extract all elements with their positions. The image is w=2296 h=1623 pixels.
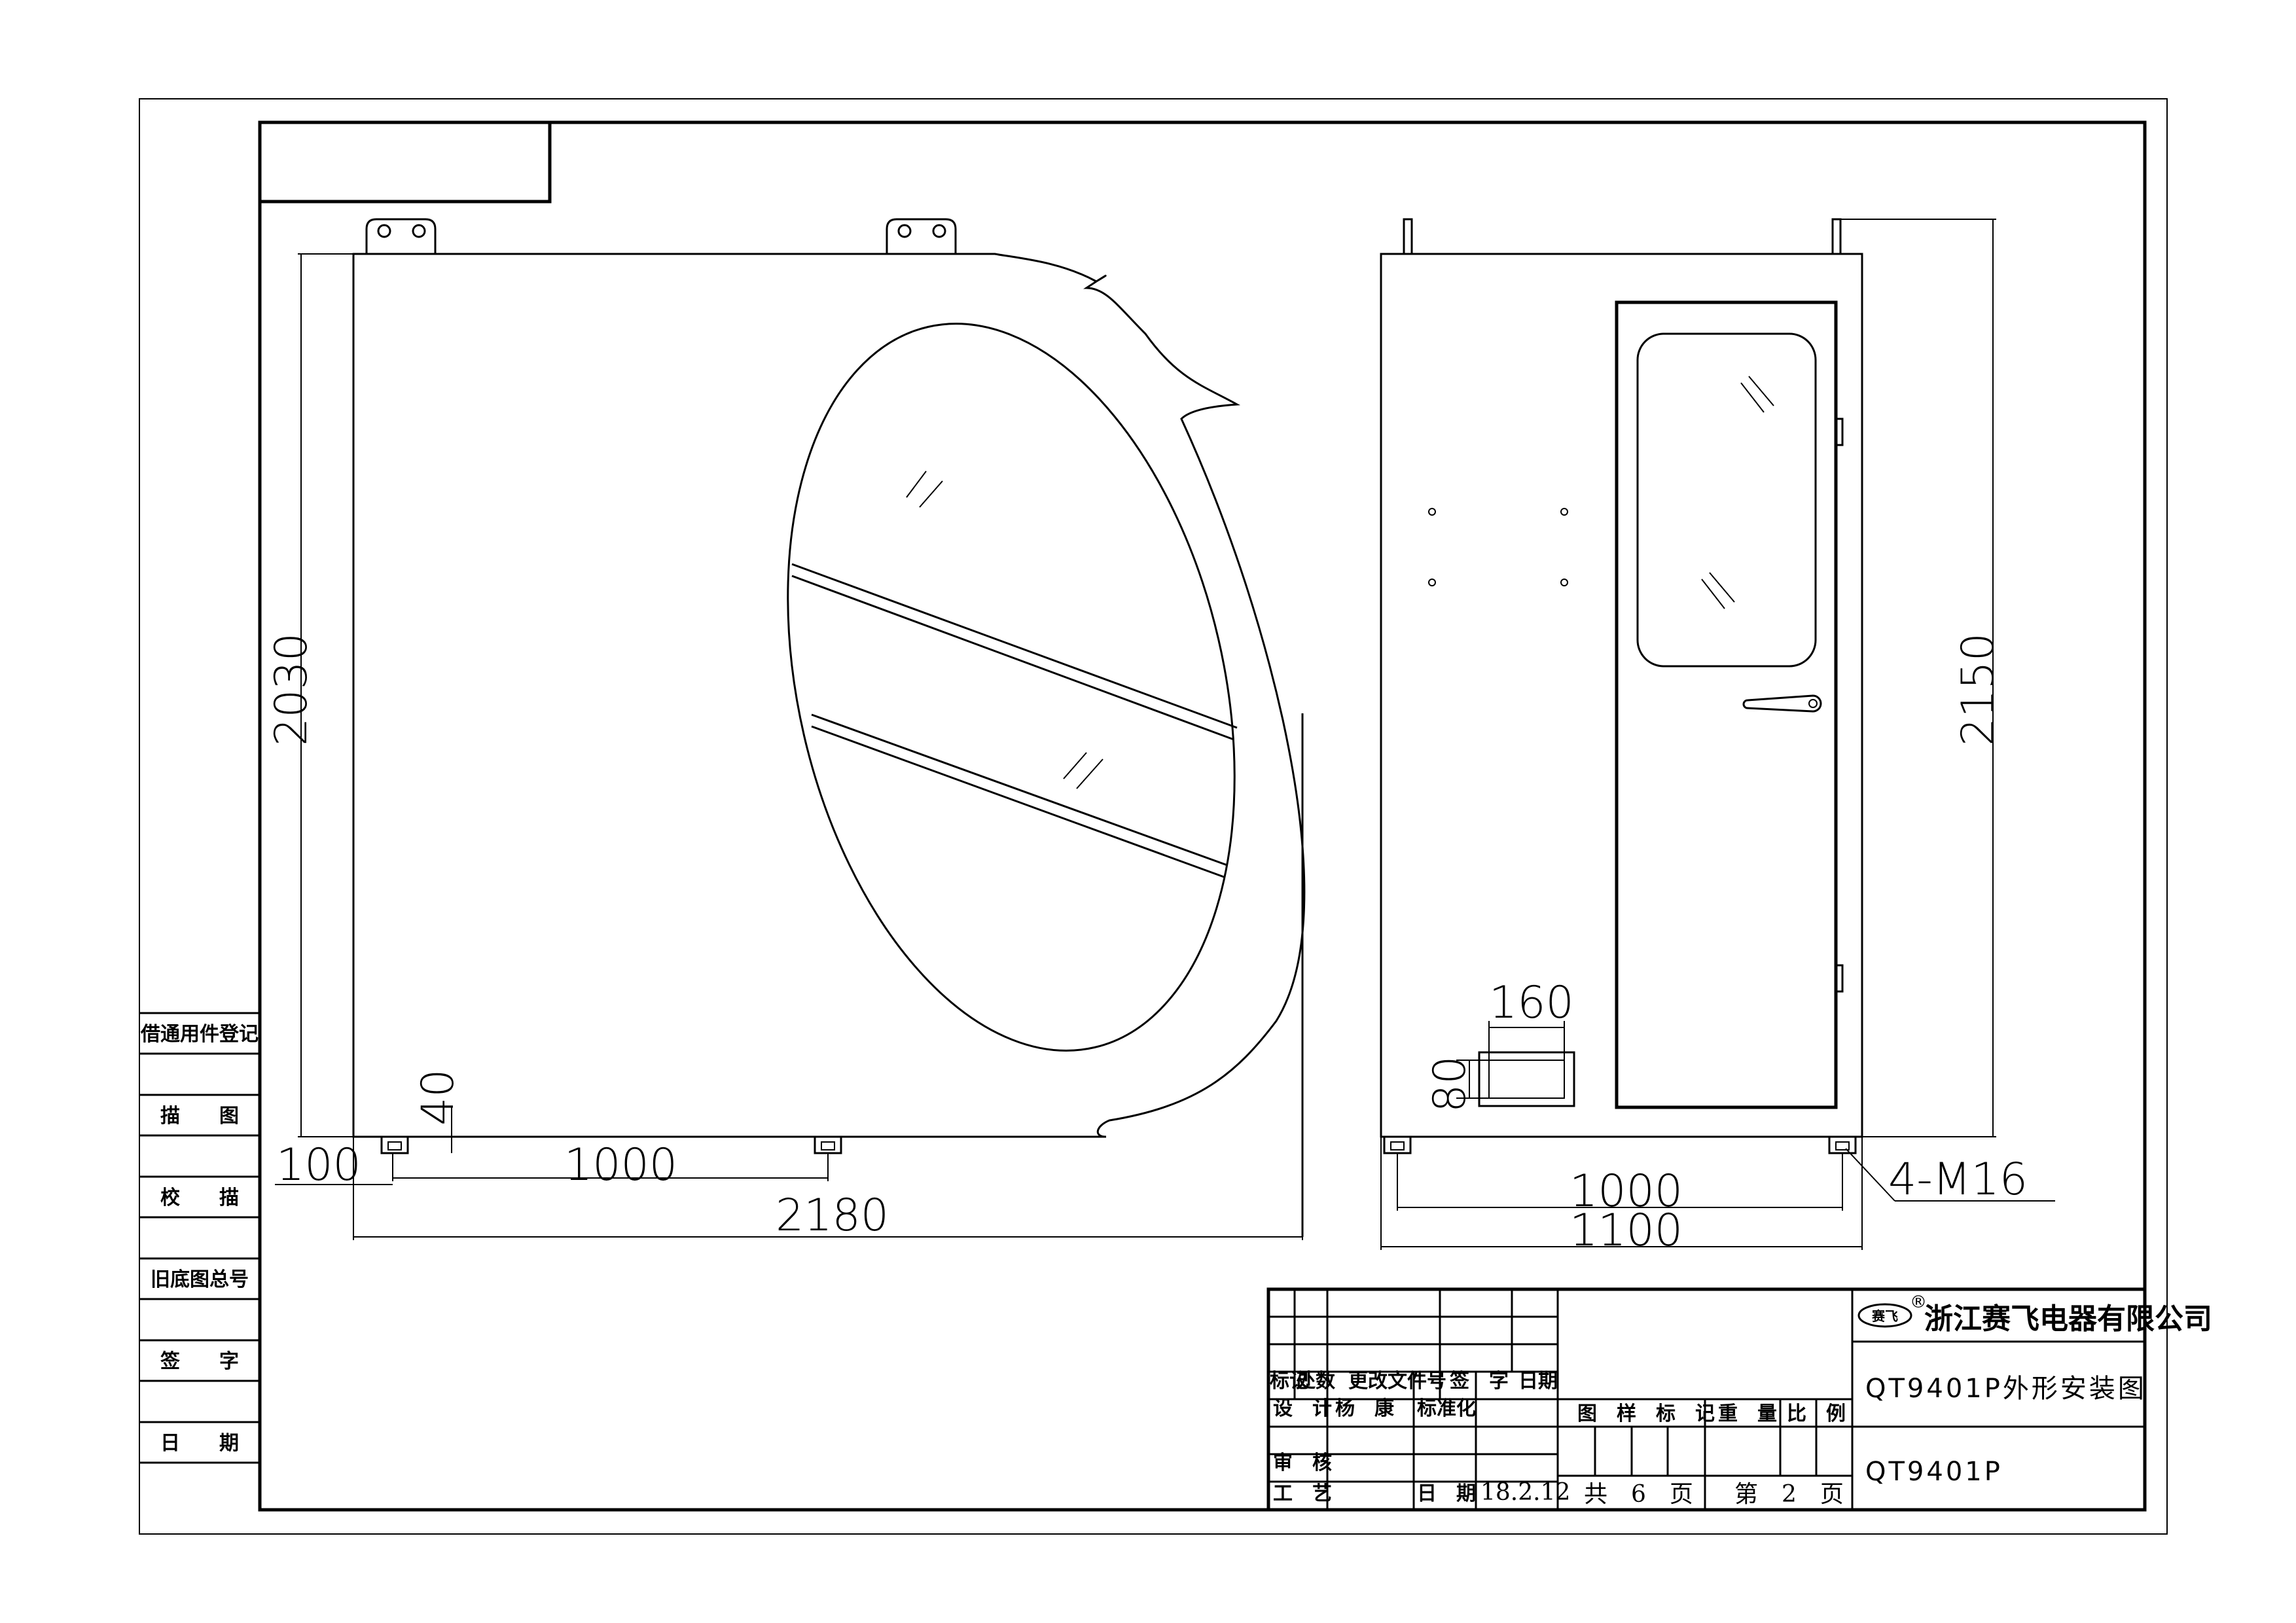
oval-window bbox=[787, 323, 1236, 1052]
side-height-dim: 2150 bbox=[1952, 633, 2004, 746]
inner-frame bbox=[258, 120, 2147, 1512]
process-label: 工 艺 bbox=[1273, 1482, 1332, 1505]
weight-label: 重 量 bbox=[1718, 1402, 1777, 1425]
side-foot-spacing-dim: 1000 bbox=[1570, 1166, 1683, 1217]
front-offset-dim: 100 bbox=[276, 1139, 361, 1191]
outer-border bbox=[139, 98, 2168, 1535]
side-view: 160 80 2150 1000 1100 4-M16 bbox=[1380, 218, 2055, 1257]
bolt-label: 4-M16 bbox=[1888, 1154, 2028, 1205]
side-cutout-height-dim: 80 bbox=[1424, 1056, 1476, 1113]
front-foot-height-dim: 40 bbox=[412, 1069, 464, 1126]
front-foot-spacing-dim: 1000 bbox=[564, 1139, 677, 1191]
side-total-width-dim: 1100 bbox=[1570, 1205, 1683, 1257]
corner-box bbox=[258, 120, 552, 204]
drawing-title: QT9401P外形安装图 bbox=[1865, 1374, 2147, 1404]
front-body-outline bbox=[352, 253, 1306, 1138]
design-label: 设 计 bbox=[1273, 1397, 1332, 1420]
side-label-0: 借通用件登记 bbox=[140, 1023, 259, 1046]
drawing-code: QT9401P bbox=[1865, 1457, 2003, 1487]
sample-mark-label: 图 样 标 记 bbox=[1577, 1402, 1715, 1425]
door-handle bbox=[1742, 694, 1822, 713]
hdr-sign: 签 字 bbox=[1450, 1370, 1509, 1393]
title-block: 标记 处数 更改文件号 签 字 日期 设 计 杨 康 标准化 审 核 工 艺 日… bbox=[1266, 1287, 2212, 1512]
page-number: 第 2 页 bbox=[1734, 1481, 1844, 1508]
total-pages: 共 6 页 bbox=[1584, 1481, 1693, 1508]
scale-label: 比 例 bbox=[1787, 1402, 1846, 1425]
date-label: 日 期 bbox=[1417, 1482, 1476, 1505]
side-foot-left bbox=[1383, 1135, 1412, 1154]
lifting-lug-left bbox=[365, 218, 437, 254]
designer-name: 杨 康 bbox=[1335, 1397, 1395, 1420]
door-window bbox=[1636, 332, 1817, 668]
standard-label: 标准化 bbox=[1417, 1397, 1476, 1420]
hdr-date: 日期 bbox=[1518, 1370, 1558, 1393]
side-body-outline bbox=[1380, 253, 1863, 1138]
registered-mark: ® bbox=[1910, 1293, 1927, 1312]
side-label-5: 日 期 bbox=[160, 1432, 239, 1455]
front-view: 2030 40 100 1000 2180 bbox=[266, 218, 1306, 1241]
side-column: 借通用件登记 描 图 校 描 旧底图总号 签 字 日 期 bbox=[139, 1012, 260, 1464]
company-logo-text: 赛飞 bbox=[1871, 1308, 1898, 1324]
front-height-dim: 2030 bbox=[266, 633, 317, 746]
date-value: 18.2.12 bbox=[1480, 1479, 1570, 1506]
side-label-3: 旧底图总号 bbox=[151, 1268, 249, 1291]
review-label: 审 核 bbox=[1273, 1452, 1332, 1474]
front-total-width-dim: 2180 bbox=[776, 1190, 889, 1241]
side-label-4: 签 字 bbox=[160, 1350, 239, 1373]
lifting-lug-right bbox=[886, 218, 957, 254]
side-foot-right bbox=[1828, 1135, 1857, 1154]
front-foot-left bbox=[380, 1135, 409, 1154]
company-logo-badge bbox=[1857, 1303, 1912, 1328]
hdr-mark: 标记 bbox=[1270, 1370, 1309, 1393]
cable-cutout bbox=[1478, 1051, 1575, 1107]
company-name: 浙江赛飞电器有限公司 bbox=[1924, 1302, 2212, 1336]
hdr-change-doc: 更改文件号 bbox=[1348, 1370, 1446, 1393]
side-label-2: 校 描 bbox=[160, 1186, 239, 1209]
door-outer bbox=[1615, 300, 1838, 1109]
front-foot-right bbox=[814, 1135, 842, 1154]
side-label-1: 描 图 bbox=[160, 1105, 239, 1128]
hdr-count: 处数 bbox=[1295, 1370, 1336, 1393]
side-cutout-width-dim: 160 bbox=[1489, 977, 1574, 1029]
